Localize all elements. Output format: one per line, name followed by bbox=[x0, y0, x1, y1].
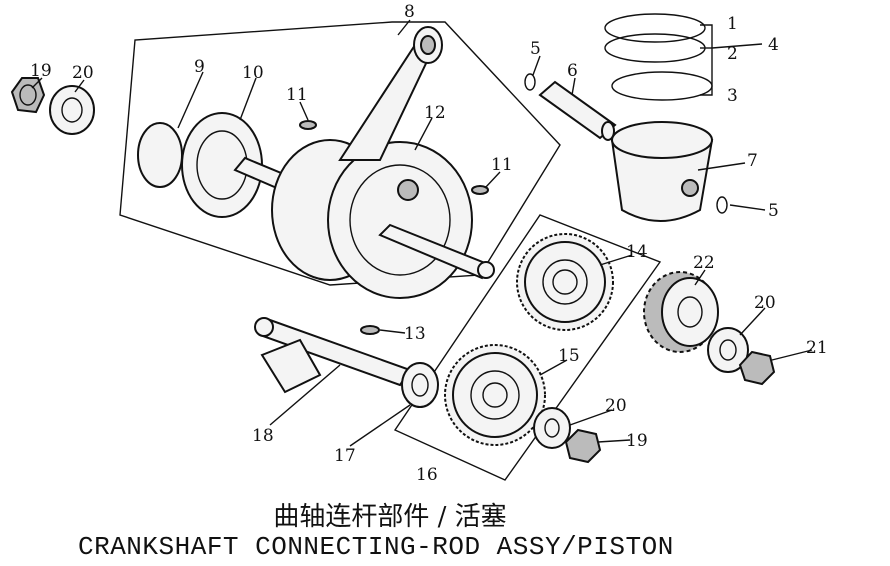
nut bbox=[564, 428, 602, 464]
label-5: 5 bbox=[530, 39, 541, 59]
label-22: 22 bbox=[693, 253, 715, 273]
label-20: 20 bbox=[605, 396, 627, 416]
label-14: 14 bbox=[626, 242, 648, 262]
title-chinese: 曲轴连杆部件 / 活塞 bbox=[273, 502, 507, 532]
washer bbox=[533, 407, 571, 449]
bearing bbox=[401, 362, 439, 408]
label-20: 20 bbox=[72, 63, 94, 83]
gear-15 bbox=[444, 344, 546, 446]
gear-22 bbox=[643, 271, 719, 353]
gear-14 bbox=[516, 233, 614, 331]
label-8: 8 bbox=[404, 2, 415, 22]
label-19: 19 bbox=[30, 61, 52, 81]
piston-pin-clip bbox=[716, 196, 728, 214]
label-15: 15 bbox=[558, 346, 580, 366]
woodruff-key bbox=[299, 120, 317, 130]
label-3: 3 bbox=[727, 86, 738, 106]
label-18: 18 bbox=[252, 426, 274, 446]
label-11: 11 bbox=[286, 85, 308, 105]
nut-hole bbox=[19, 84, 37, 106]
label-10: 10 bbox=[242, 63, 264, 83]
piston bbox=[610, 121, 714, 222]
piston-rings bbox=[604, 13, 713, 101]
label-16: 16 bbox=[416, 465, 438, 485]
leader-lines bbox=[31, 19, 813, 447]
label-6: 6 bbox=[567, 61, 578, 81]
label-9: 9 bbox=[194, 57, 205, 77]
woodruff-key bbox=[360, 325, 380, 335]
label-12: 12 bbox=[424, 103, 446, 123]
piston-pin-clip bbox=[524, 73, 536, 91]
label-4: 4 bbox=[768, 35, 779, 55]
label-7: 7 bbox=[747, 151, 758, 171]
label-2: 2 bbox=[727, 44, 738, 64]
label-13: 13 bbox=[404, 324, 426, 344]
connecting-rod bbox=[338, 26, 443, 161]
label-17: 17 bbox=[334, 446, 356, 466]
label-19: 19 bbox=[626, 431, 648, 451]
washer bbox=[707, 327, 749, 373]
washer-hole bbox=[61, 97, 83, 123]
crankshaft bbox=[233, 139, 495, 299]
nut bbox=[10, 77, 46, 114]
nut bbox=[738, 350, 776, 386]
balancer-shaft bbox=[254, 317, 412, 394]
washer bbox=[49, 85, 95, 135]
oil-seal bbox=[137, 122, 183, 188]
title-english: CRANKSHAFT CONNECTING-ROD ASSY/PISTON bbox=[78, 532, 674, 562]
label-20: 20 bbox=[754, 293, 776, 313]
label-11: 11 bbox=[491, 155, 513, 175]
label-1: 1 bbox=[727, 14, 738, 34]
crankshaft-group-outline bbox=[119, 21, 561, 286]
piston-pin bbox=[538, 80, 617, 141]
woodruff-key bbox=[471, 185, 489, 195]
label-5: 5 bbox=[768, 201, 779, 221]
gear-group-outline bbox=[393, 214, 662, 481]
label-21: 21 bbox=[806, 338, 828, 358]
